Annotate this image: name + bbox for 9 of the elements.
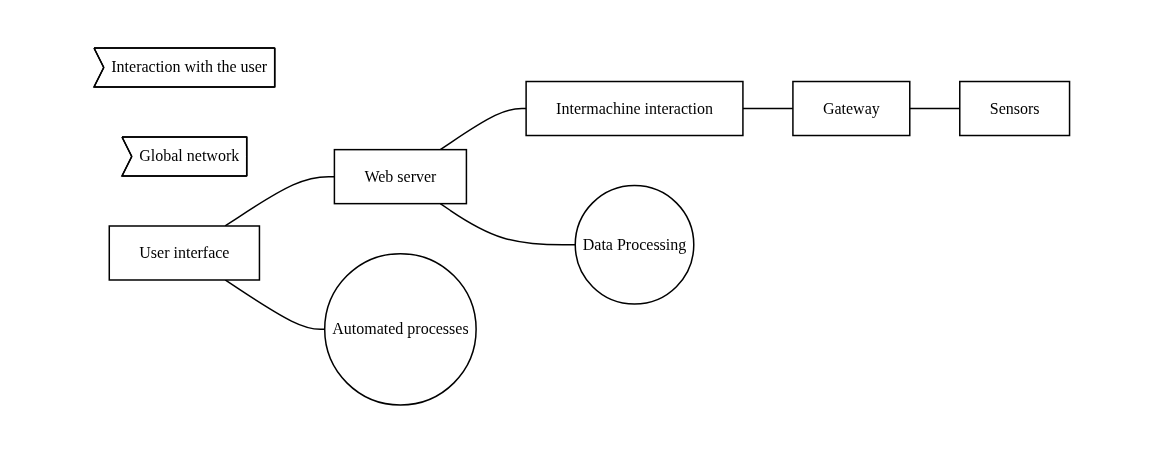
connector [224,175,335,227]
node-box: Gateway [791,80,911,137]
connector [439,202,576,246]
node-circle: Automated processes [323,252,477,406]
node-circle: Data Processing [574,184,695,305]
node-box: Web server [333,148,467,205]
node-box: Sensors [958,80,1070,137]
node-box: Intermachine interaction [525,80,744,137]
node-box: User interface [108,225,260,281]
